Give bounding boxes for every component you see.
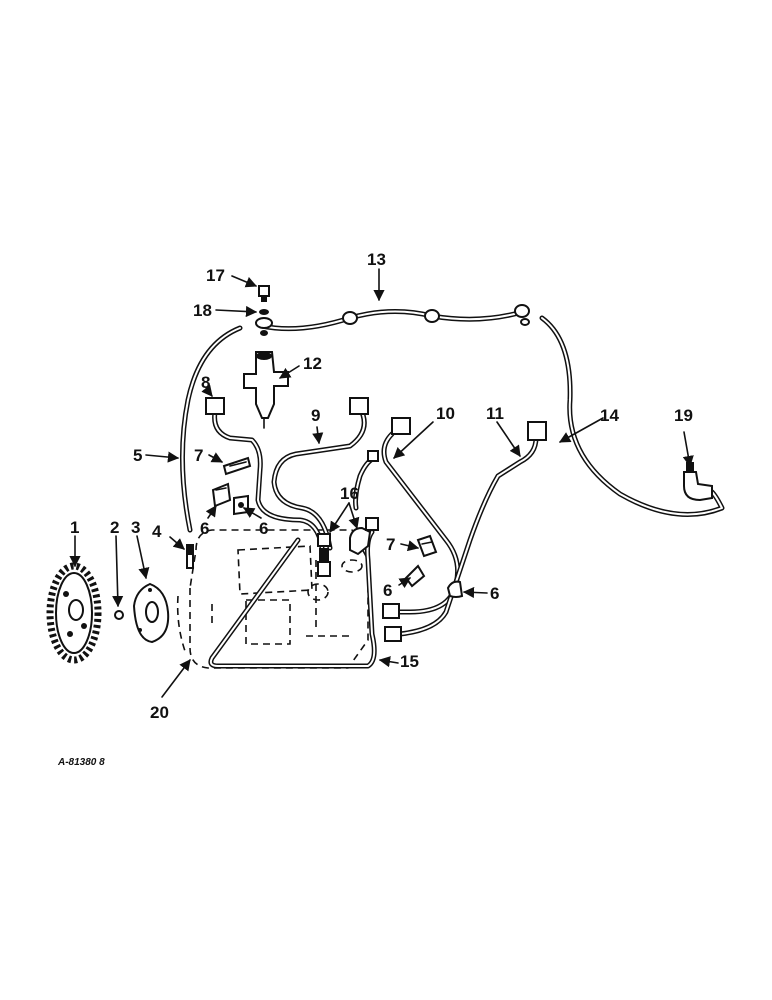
fuel-line-5 [180,325,243,533]
injection-line-8 [205,397,325,551]
nozzle-holder [243,351,289,429]
washer [114,610,124,620]
callout-7b: 7 [386,535,395,554]
callout-labels: 1 2 3 4 5 6 6 6 6 7 7 8 9 10 11 12 13 14… [70,250,693,722]
drive-gear [46,562,102,664]
callout-6d: 6 [490,584,499,603]
banjo-bolt [258,285,270,302]
callout-1: 1 [70,518,79,537]
callout-9: 9 [311,406,320,425]
clip-6a [211,482,232,508]
figure-reference: A-81380 8 [57,757,105,768]
callout-19: 19 [674,406,693,425]
injection-line-9 [271,397,369,551]
callout-15: 15 [400,652,419,671]
callout-7a: 7 [194,446,203,465]
callout-2: 2 [110,518,119,537]
callout-10: 10 [436,404,455,423]
callout-leaders [69,268,694,698]
callout-4: 4 [152,522,162,541]
clip-6b [233,494,249,516]
clip-6c [404,564,426,588]
small-connector-line [353,450,379,511]
elbow-fitting [683,462,713,502]
callout-5: 5 [133,446,142,465]
return-line-15 [208,529,377,669]
bolt [186,544,194,569]
callout-11: 11 [486,404,504,423]
callout-6b: 6 [259,519,268,538]
callout-3: 3 [131,518,140,537]
leak-off-manifold-line [259,304,530,332]
sealing-washers [255,309,273,336]
callout-18: 18 [193,301,212,320]
callout-20: 20 [150,703,169,722]
callout-13: 13 [367,250,386,269]
callout-12: 12 [303,354,322,373]
injection-line-11 [384,421,547,642]
injection-pump-body [176,529,369,669]
callout-6a: 6 [200,519,209,538]
mounting-plate [132,582,170,644]
clamp-7b [416,534,438,558]
clip-6d [446,580,464,598]
injection-line-10 [381,417,461,619]
clamp-7a [222,456,252,476]
callout-14: 14 [600,406,619,425]
callout-8: 8 [201,373,210,392]
fuel-line-14 [539,315,725,517]
callout-16: 16 [340,484,359,503]
callout-17: 17 [206,266,225,285]
callout-6c: 6 [383,581,392,600]
